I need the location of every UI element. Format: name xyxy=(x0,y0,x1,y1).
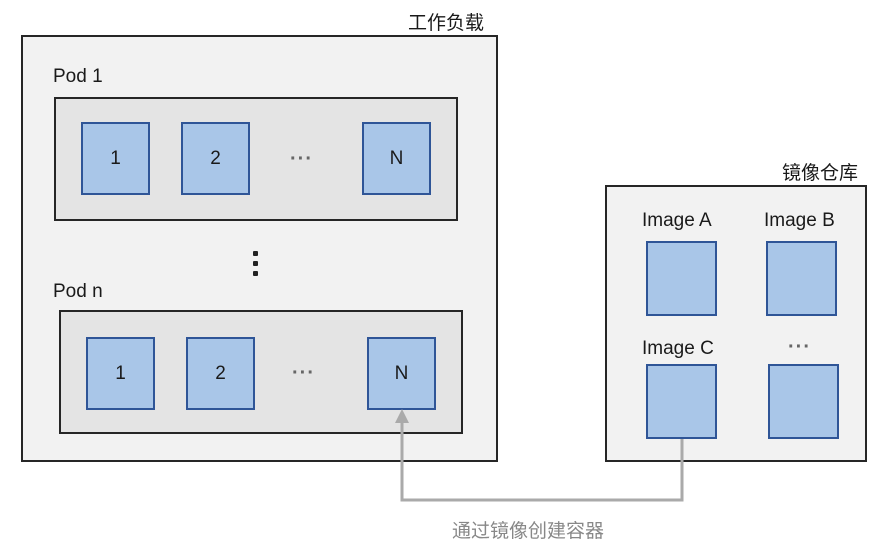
podn-container-2: 2 xyxy=(186,337,255,410)
image-b-label: Image B xyxy=(764,210,835,231)
podn-container-1: 1 xyxy=(86,337,155,410)
registry-ellipsis: ··· xyxy=(788,336,811,358)
podn-container-n: N xyxy=(367,337,436,410)
image-more xyxy=(768,364,839,439)
image-b xyxy=(766,241,837,316)
connector-arrowhead xyxy=(395,409,409,423)
podn-label: Pod n xyxy=(53,281,103,302)
container-label: 2 xyxy=(210,147,221,169)
image-a xyxy=(646,241,717,316)
pod1-container-2: 2 xyxy=(181,122,250,195)
podn-ellipsis: ··· xyxy=(292,362,315,384)
image-a-label: Image A xyxy=(642,210,712,231)
registry-title: 镜像仓库 xyxy=(782,162,859,184)
container-label: 2 xyxy=(215,362,226,384)
connector-line xyxy=(400,420,684,502)
container-label: N xyxy=(389,147,404,169)
vertical-ellipsis-dot xyxy=(253,261,258,266)
pod1-container-1: 1 xyxy=(81,122,150,195)
pod1-ellipsis: ··· xyxy=(290,148,313,170)
container-label: 1 xyxy=(115,362,126,384)
image-c xyxy=(646,364,717,439)
pod1-container-n: N xyxy=(362,122,431,195)
vertical-ellipsis-dot xyxy=(253,251,258,256)
pod1-label: Pod 1 xyxy=(53,66,103,87)
connector-label: 通过镜像创建容器 xyxy=(452,520,605,542)
workload-title: 工作负载 xyxy=(408,12,485,34)
container-label: N xyxy=(394,362,409,384)
vertical-ellipsis-dot xyxy=(253,271,258,276)
container-label: 1 xyxy=(110,147,121,169)
image-c-label: Image C xyxy=(642,338,714,359)
